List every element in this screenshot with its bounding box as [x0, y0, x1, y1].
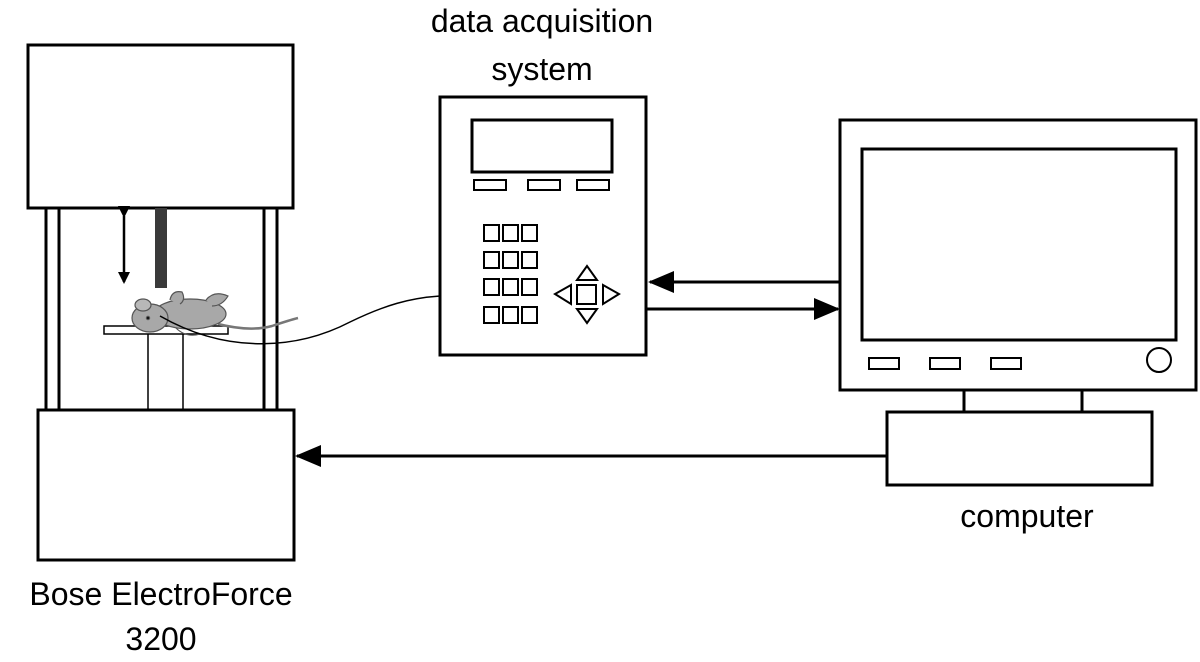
daq-label-line1: data acquisition [430, 3, 654, 39]
daq-direction-pad [553, 264, 621, 325]
daq-display [470, 118, 614, 174]
rodent-leg-back [205, 293, 229, 307]
rodent-leg-lower [175, 327, 201, 336]
keypad-key-9 [521, 278, 538, 296]
monitor-screen [860, 147, 1178, 342]
daq-softkey-1 [473, 179, 507, 191]
keypad-key-3 [521, 224, 538, 242]
monitor-button-2 [929, 357, 961, 370]
sensor-cable [159, 295, 441, 345]
specimen-stage [103, 325, 229, 410]
monitor-button-3 [990, 357, 1022, 370]
dpad-center [576, 284, 597, 305]
monitor-stand-neck [962, 388, 1084, 414]
dpad-left [553, 283, 572, 306]
keypad-key-11 [502, 306, 519, 324]
keypad-key-8 [502, 278, 519, 296]
rodent-eye [145, 315, 151, 321]
keypad-key-5 [502, 251, 519, 269]
stage-platform [103, 325, 229, 335]
rodent-ear [134, 298, 152, 312]
computer-monitor [838, 118, 1198, 487]
daq-keypad [483, 224, 538, 324]
keypad-key-4 [483, 251, 500, 269]
bose-label-line1: Bose ElectroForce [29, 576, 293, 612]
upper-crosshead [26, 43, 295, 210]
keypad-key-6 [521, 251, 538, 269]
monitor-button-1 [868, 357, 900, 370]
computer-base-unit [885, 410, 1154, 487]
keypad-key-10 [483, 306, 500, 324]
keypad-key-12 [521, 306, 538, 324]
dpad-right [602, 283, 621, 306]
rodent-leg-front [169, 291, 185, 305]
actuator-rod [155, 208, 167, 288]
keypad-key-2 [502, 224, 519, 242]
frame-base [36, 408, 296, 562]
daq-unit [438, 95, 648, 357]
bose-label-line2: 3200 [125, 621, 197, 657]
daq-softkey-2 [527, 179, 561, 191]
daq-softkey-3 [576, 179, 610, 191]
keypad-key-1 [483, 224, 500, 242]
rodent-specimen [131, 291, 299, 336]
dpad-down [575, 308, 599, 325]
dpad-up [575, 264, 599, 281]
test-frame [26, 43, 296, 562]
computer-label: computer [960, 498, 1094, 534]
rodent-tail [217, 316, 299, 330]
daq-label-line2: system [491, 51, 593, 87]
keypad-key-7 [483, 278, 500, 296]
monitor-power-icon [1146, 347, 1172, 373]
